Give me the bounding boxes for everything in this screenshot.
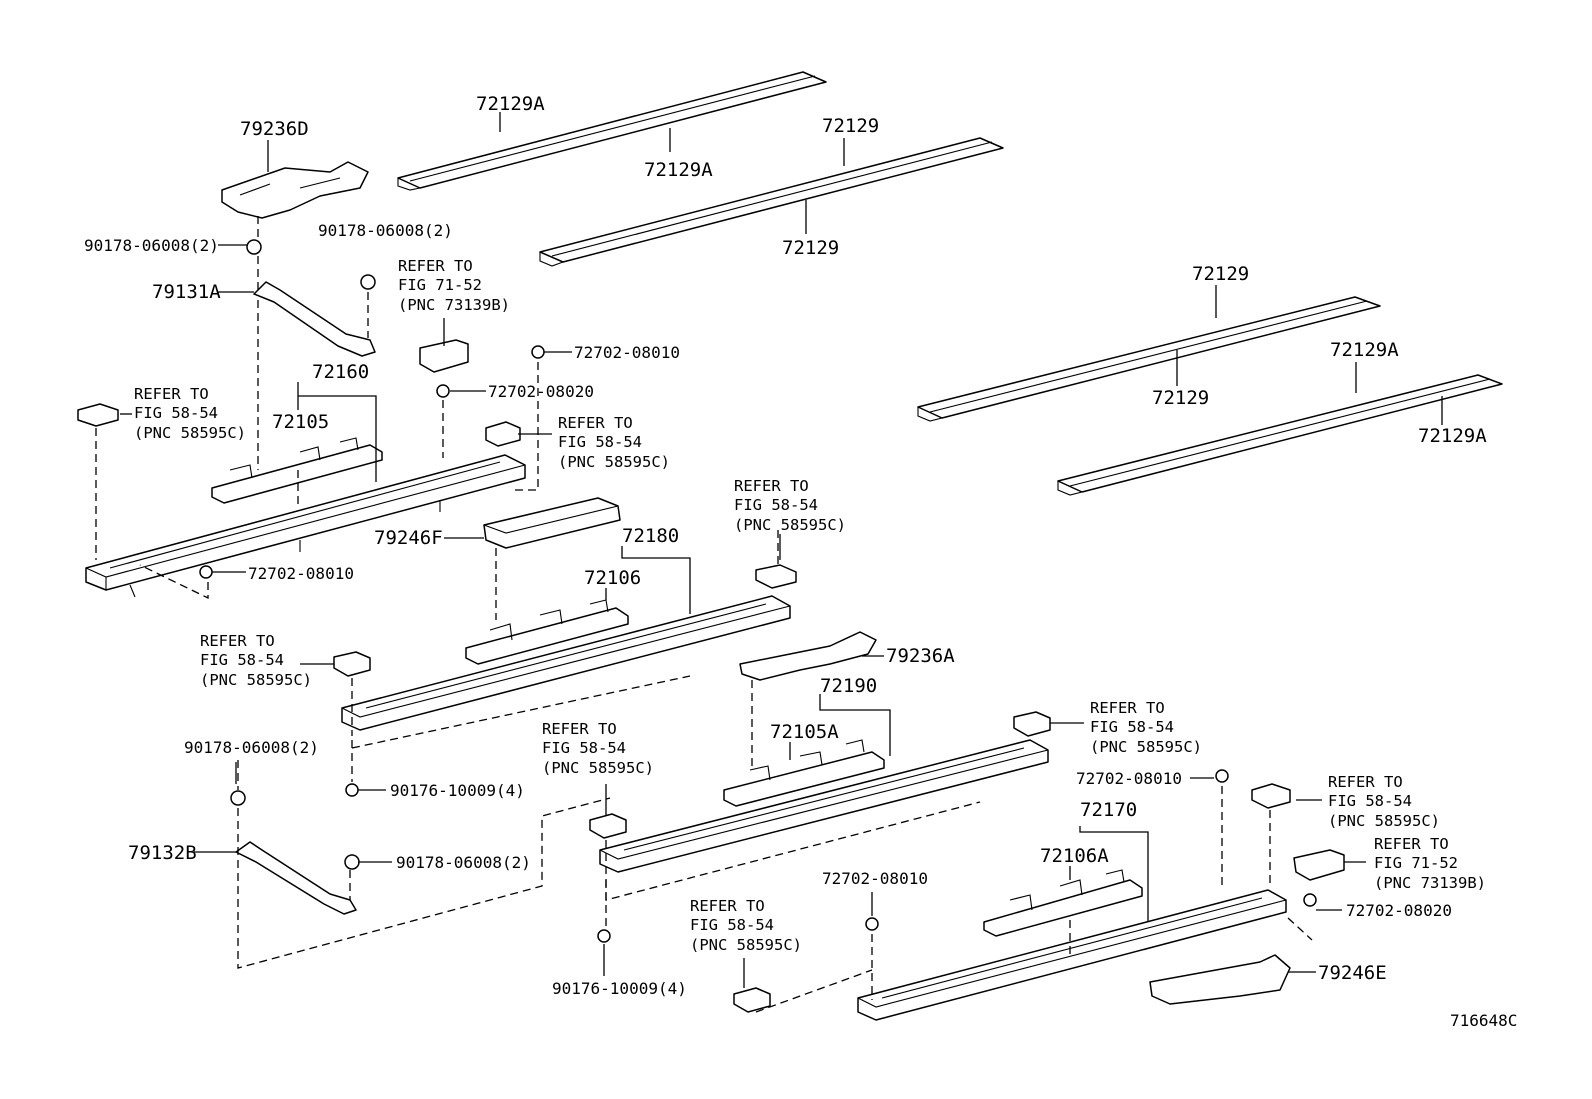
ref4-line3: (PNC 58595C): [734, 516, 846, 534]
ref2-line3: (PNC 58595C): [134, 424, 246, 442]
ref3-line2: FIG 58-54: [558, 433, 642, 451]
ref5-line2: FIG 58-54: [200, 651, 284, 669]
diagram-code: 716648C: [1450, 1011, 1517, 1030]
label-72129A-c: 72129A: [1330, 339, 1399, 361]
ref6-line2: FIG 58-54: [542, 739, 626, 757]
label-72129-c: 72129: [1192, 263, 1249, 285]
label-79236A: 79236A: [886, 645, 955, 667]
label-72170: 72170: [1080, 799, 1137, 821]
rail-72160: [85, 454, 526, 598]
label-79131A: 79131A: [152, 281, 221, 303]
label-90178-c: 90178-06008(2): [184, 738, 319, 757]
link-79131A: [253, 281, 376, 357]
slider-72106A: [983, 869, 1143, 937]
assembly-lines: [95, 216, 1313, 1013]
label-72180: 72180: [622, 525, 679, 547]
label-72129A-b: 72129A: [644, 159, 713, 181]
fasteners: [199, 239, 1317, 943]
label-72702-08010-d: 72702-08010: [822, 869, 928, 888]
ref5-line3: (PNC 58595C): [200, 671, 312, 689]
label-72129A-d: 72129A: [1418, 425, 1487, 447]
part-labels: 72129A 72129A 72129 72129 72129 72129 72…: [84, 93, 1487, 998]
ref2-line2: FIG 58-54: [134, 404, 218, 422]
label-90176-a: 90176-10009(4): [390, 781, 525, 800]
label-72702-08010-b: 72702-08010: [248, 564, 354, 583]
label-72702-08010-a: 72702-08010: [574, 343, 680, 362]
strip-72129-upper: [539, 137, 1004, 267]
link-79132B: [235, 841, 357, 915]
label-79236D: 79236D: [240, 118, 309, 140]
label-90178-a: 90178-06008(2): [84, 236, 219, 255]
label-72129-b: 72129: [782, 237, 839, 259]
reference-callouts: REFER TO FIG 71-52 (PNC 73139B) REFER TO…: [134, 257, 1486, 954]
ref10-line1: REFER TO: [690, 897, 765, 915]
ref7-line2: FIG 58-54: [1090, 718, 1174, 736]
ref9-line1: REFER TO: [1374, 835, 1449, 853]
slider-72105: [211, 437, 383, 504]
ref4-line1: REFER TO: [734, 477, 809, 495]
label-72702-08010-c: 72702-08010: [1076, 769, 1182, 788]
label-72129-a: 72129: [822, 115, 879, 137]
ref10-line3: (PNC 58595C): [690, 936, 802, 954]
slider-72105A: [723, 739, 885, 807]
ref7-line1: REFER TO: [1090, 699, 1165, 717]
label-79246F: 79246F: [374, 527, 443, 549]
leader-lines: [120, 112, 1443, 988]
label-79246E: 79246E: [1318, 962, 1387, 984]
ref10-line2: FIG 58-54: [690, 916, 774, 934]
strip-72129A-top: [397, 71, 827, 191]
label-72702-08020-a: 72702-08020: [488, 382, 594, 401]
label-72106A: 72106A: [1040, 845, 1109, 867]
label-90176-b: 90176-10009(4): [552, 979, 687, 998]
ref8-line3: (PNC 58595C): [1328, 812, 1440, 830]
ref6-line1: REFER TO: [542, 720, 617, 738]
bracket-79246F: [483, 497, 621, 549]
label-72105: 72105: [272, 411, 329, 433]
bracket-79236D: [221, 161, 369, 219]
label-79132B: 79132B: [128, 842, 197, 864]
ref1-line3: (PNC 73139B): [398, 296, 510, 314]
ref6-line3: (PNC 58595C): [542, 759, 654, 777]
ref8-line1: REFER TO: [1328, 773, 1403, 791]
ref3-line1: REFER TO: [558, 414, 633, 432]
ref8-line2: FIG 58-54: [1328, 792, 1412, 810]
rail-72180: [341, 595, 791, 731]
label-72106: 72106: [584, 567, 641, 589]
strip-72129A-right: [1057, 374, 1503, 496]
ref1-line2: FIG 71-52: [398, 276, 482, 294]
ref1-line1: REFER TO: [398, 257, 473, 275]
ref5-line1: REFER TO: [200, 632, 275, 650]
strip-72129-right: [917, 296, 1381, 422]
rail-72170: [857, 889, 1287, 1021]
label-72702-08020-b: 72702-08020: [1346, 901, 1452, 920]
ref4-line2: FIG 58-54: [734, 496, 818, 514]
bracket-79246E: [1149, 954, 1291, 1005]
cover-plates: [77, 339, 1345, 1013]
label-90178-d: 90178-06008(2): [396, 853, 531, 872]
label-72105A: 72105A: [770, 721, 839, 743]
rail-72190: [599, 739, 1049, 873]
label-90178-b: 90178-06008(2): [318, 221, 453, 240]
label-72129-d: 72129: [1152, 387, 1209, 409]
label-72190: 72190: [820, 675, 877, 697]
ref3-line3: (PNC 58595C): [558, 453, 670, 471]
label-72129A-a: 72129A: [476, 93, 545, 115]
label-72160: 72160: [312, 361, 369, 383]
ref9-line3: (PNC 73139B): [1374, 874, 1486, 892]
bracket-79236A: [739, 631, 877, 681]
ref7-line3: (PNC 58595C): [1090, 738, 1202, 756]
ref9-line2: FIG 71-52: [1374, 854, 1458, 872]
ref2-line1: REFER TO: [134, 385, 209, 403]
